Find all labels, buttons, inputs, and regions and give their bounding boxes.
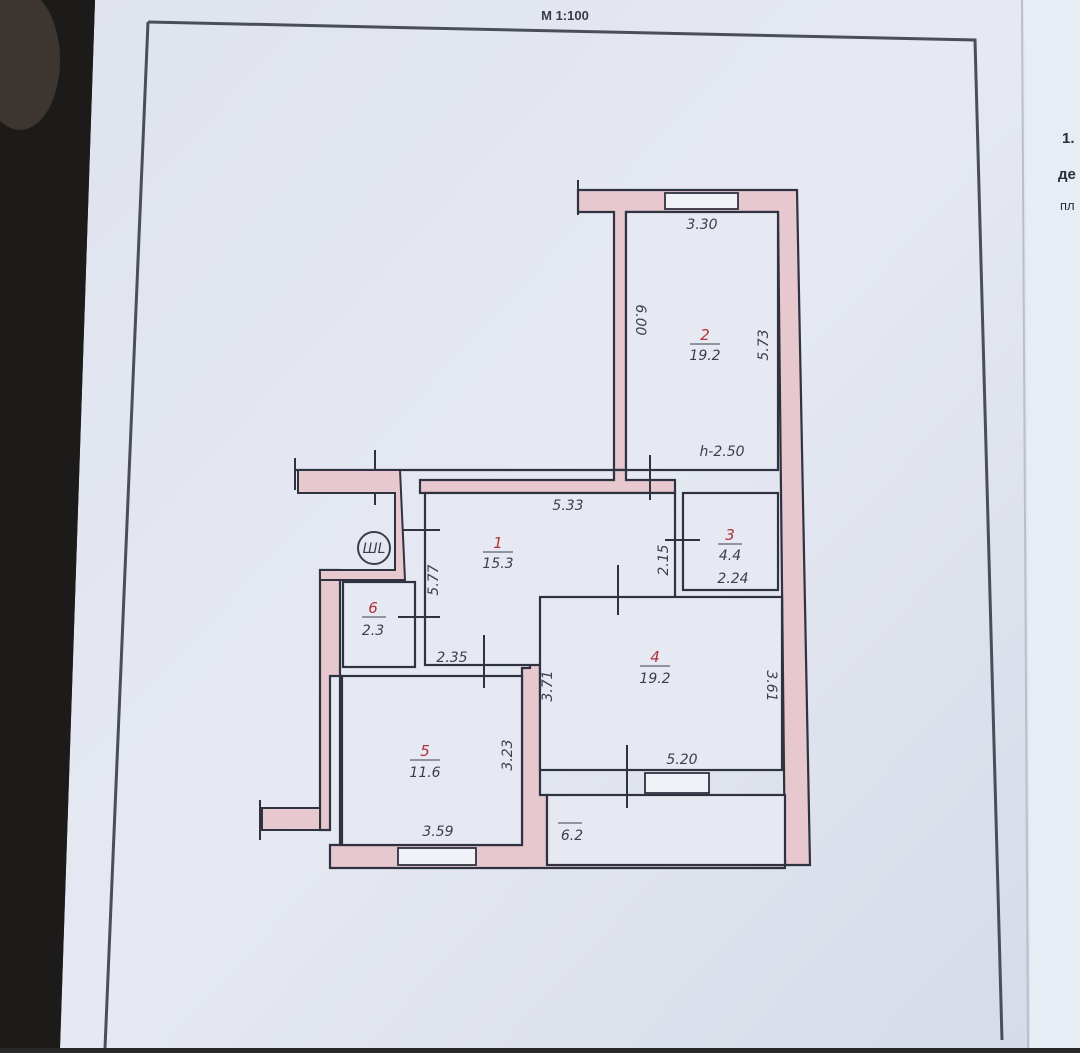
svg-text:2.35: 2.35 <box>436 650 467 666</box>
side-text-1: 1. <box>1062 130 1075 147</box>
room-4-number: 4 <box>650 648 660 666</box>
svg-text:5.20: 5.20 <box>666 752 697 768</box>
rooms <box>340 210 787 867</box>
svg-text:5.33: 5.33 <box>552 498 583 514</box>
balcony-area: 6.2 <box>561 828 583 844</box>
room-2-area: 19.2 <box>689 348 720 364</box>
door-marks <box>259 180 700 840</box>
scale-label: М 1:100 <box>541 8 589 23</box>
room-5-number: 5 <box>420 742 430 760</box>
room-1-area: 15.3 <box>482 556 513 572</box>
svg-text:2.15: 2.15 <box>656 544 672 575</box>
svg-text:3.71: 3.71 <box>540 670 556 701</box>
svg-text:3.30: 3.30 <box>686 217 717 233</box>
room-2-number: 2 <box>700 326 710 344</box>
svg-text:6.00: 6.00 <box>632 304 648 335</box>
svg-text:2.24: 2.24 <box>717 571 748 587</box>
room-5-area: 11.6 <box>409 765 440 781</box>
svg-text:3.61: 3.61 <box>763 670 779 701</box>
next-page <box>1020 0 1080 1048</box>
shaft-label: ШL <box>363 541 386 557</box>
svg-text:3.23: 3.23 <box>500 739 516 770</box>
balcony <box>545 793 787 867</box>
room-6 <box>341 580 417 669</box>
svg-text:5.77: 5.77 <box>426 564 442 595</box>
room-4-area: 19.2 <box>639 671 670 687</box>
svg-text:h-2.50: h-2.50 <box>699 444 744 460</box>
room-6-area: 2.3 <box>362 623 384 639</box>
shaft-marker: ШL <box>357 531 391 565</box>
room-3-area: 4.4 <box>719 548 741 564</box>
room-6-number: 6 <box>368 599 378 617</box>
side-text-3: пл <box>1060 198 1075 213</box>
drawing-frame <box>147 20 1004 1041</box>
dimensions: 3.30 6.00 5.73 h-2.50 5.33 5.77 2.15 2.3… <box>422 217 779 840</box>
room-3-number: 3 <box>725 526 735 544</box>
svg-text:5.73: 5.73 <box>756 329 772 360</box>
room-4 <box>538 595 784 772</box>
side-text-2: де <box>1058 166 1076 183</box>
windows <box>397 192 739 866</box>
svg-text:3.59: 3.59 <box>422 824 453 840</box>
photo-background <box>0 0 95 1048</box>
room-1-number: 1 <box>493 534 503 552</box>
room-2 <box>624 210 780 472</box>
room-3 <box>681 491 780 592</box>
